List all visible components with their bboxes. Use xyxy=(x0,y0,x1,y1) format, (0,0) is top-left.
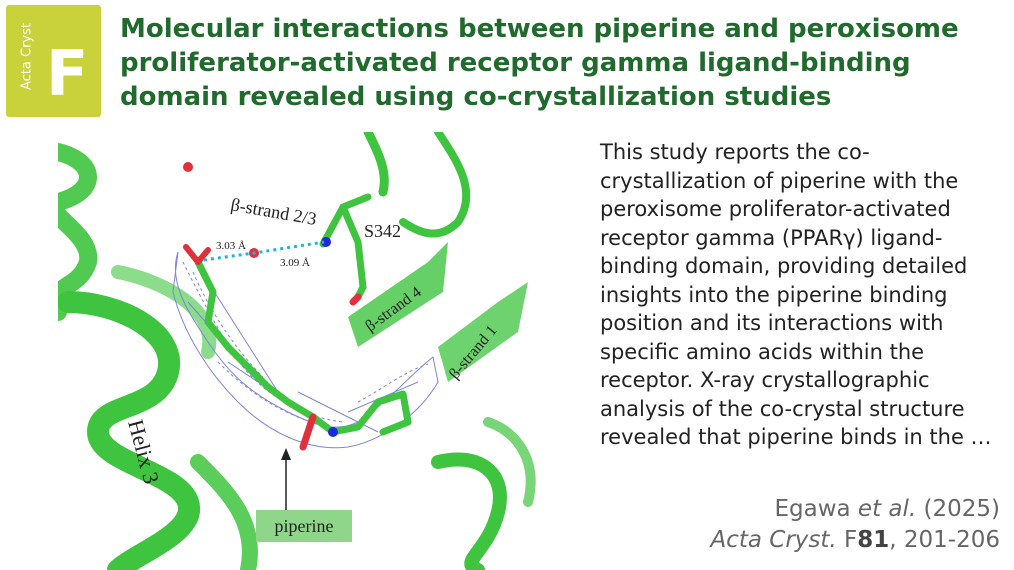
piperine-molecule xyxy=(183,244,412,451)
top-right-loop xyxy=(399,132,471,238)
piperine-nitrogen xyxy=(328,427,338,437)
structure-figure: β-strand 2/3 S342 3.03 Å 3.09 Å β-strand… xyxy=(58,132,568,570)
label-distance-2: 3.09 Å xyxy=(280,257,310,269)
label-distance-1: 3.03 Å xyxy=(216,240,246,252)
citation-line-2: Acta Cryst. F81, 201-206 xyxy=(710,525,1000,556)
citation-section: F xyxy=(844,527,858,553)
helix-3-ribbon xyxy=(58,291,200,570)
citation-year: (2025) xyxy=(923,496,1000,522)
citation: Egawa et al. (2025) Acta Cryst. F81, 201… xyxy=(710,494,1000,556)
serine-342-residue xyxy=(319,193,372,306)
label-s342: S342 xyxy=(364,221,401,241)
badge-section-letter: F xyxy=(46,37,89,110)
top-loop-ribbon xyxy=(363,132,389,197)
piperine-carbonyl xyxy=(299,413,317,451)
label-piperine: piperine xyxy=(275,516,334,536)
citation-journal: Acta Cryst. xyxy=(710,527,837,553)
piperine-pointer-head xyxy=(281,448,291,460)
right-edge-ribbon xyxy=(483,417,536,507)
citation-authors: Egawa xyxy=(774,496,851,522)
beta-strand-1-arrow xyxy=(438,282,528,382)
citation-etal: et al. xyxy=(857,496,917,522)
citation-pages: , 201-206 xyxy=(889,527,1000,553)
piperine-label-box xyxy=(256,510,352,542)
protein-ribbons xyxy=(58,132,536,570)
citation-volume: 81 xyxy=(857,527,890,553)
piperine-ring xyxy=(329,390,412,436)
abstract-text: This study reports the co-crystallizatio… xyxy=(600,140,992,449)
label-beta-strand-2-3: β-strand 2/3 xyxy=(229,194,318,229)
water-molecule xyxy=(183,162,193,172)
article-title: Molecular interactions between piperine … xyxy=(120,14,959,112)
citation-line-1: Egawa et al. (2025) xyxy=(710,494,1000,525)
helix-3-inner-ribbon xyxy=(111,265,217,359)
badge-journal-name: Acta Cryst xyxy=(19,23,35,90)
bottom-right-ribbon xyxy=(431,452,507,570)
journal-badge: Acta Cryst F xyxy=(6,5,101,117)
piperine-methylenedioxy xyxy=(183,244,211,265)
piperine-chain xyxy=(194,258,337,436)
crystal-structure-illustration: β-strand 2/3 S342 3.03 Å 3.09 Å β-strand… xyxy=(58,132,536,570)
helix-left-ribbon xyxy=(58,143,98,321)
bottom-left-ribbon xyxy=(190,454,258,570)
hydrogen-bond xyxy=(203,240,325,262)
beta-strand-4-arrow xyxy=(348,242,448,347)
